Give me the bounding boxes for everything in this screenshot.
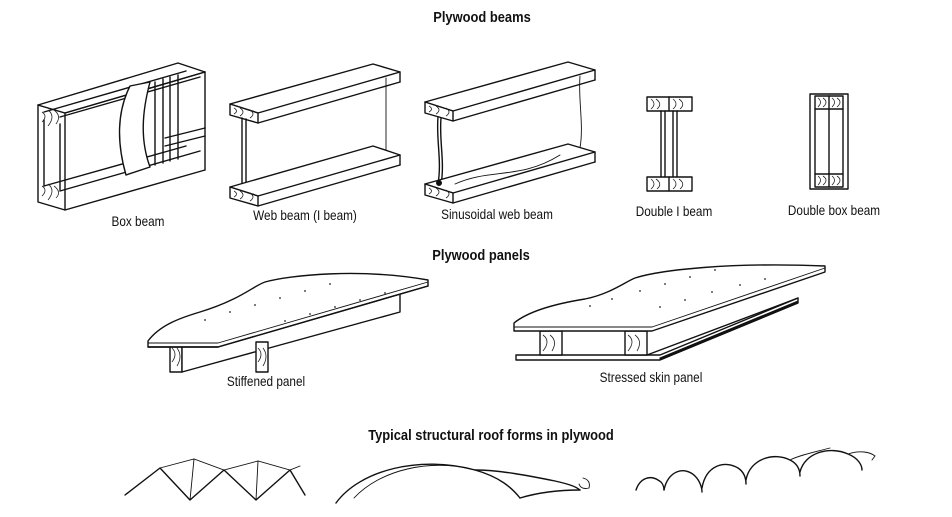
stressed-skin-panel-drawing <box>513 264 826 361</box>
double-i-beam-drawing <box>646 96 693 192</box>
multiple-vault-roof-drawing <box>635 447 876 493</box>
beams-heading: Plywood beams <box>433 9 531 26</box>
roofs-heading: Typical structural roof forms in plywood <box>368 427 614 444</box>
web-beam-label: Web beam (I beam) <box>253 207 357 223</box>
stiffened-panel-drawing <box>147 272 429 373</box>
web-beam-drawing <box>229 63 401 207</box>
stressed-skin-panel-label: Stressed skin panel <box>599 369 703 385</box>
box-beam-label: Box beam <box>111 213 165 229</box>
stiffened-panel-label: Stiffened panel <box>226 373 306 389</box>
folded-plate-roof-drawing <box>124 458 306 501</box>
sinusoidal-web-beam-label: Sinusoidal web beam <box>441 206 553 222</box>
double-box-beam-drawing <box>809 93 849 190</box>
box-beam-drawing <box>37 62 206 211</box>
panels-heading: Plywood panels <box>432 247 530 264</box>
double-box-beam-label: Double box beam <box>787 202 881 218</box>
sinusoidal-web-beam-drawing <box>424 61 596 204</box>
barrel-vault-roof-drawing <box>335 463 590 504</box>
double-i-beam-label: Double I beam <box>635 203 713 219</box>
